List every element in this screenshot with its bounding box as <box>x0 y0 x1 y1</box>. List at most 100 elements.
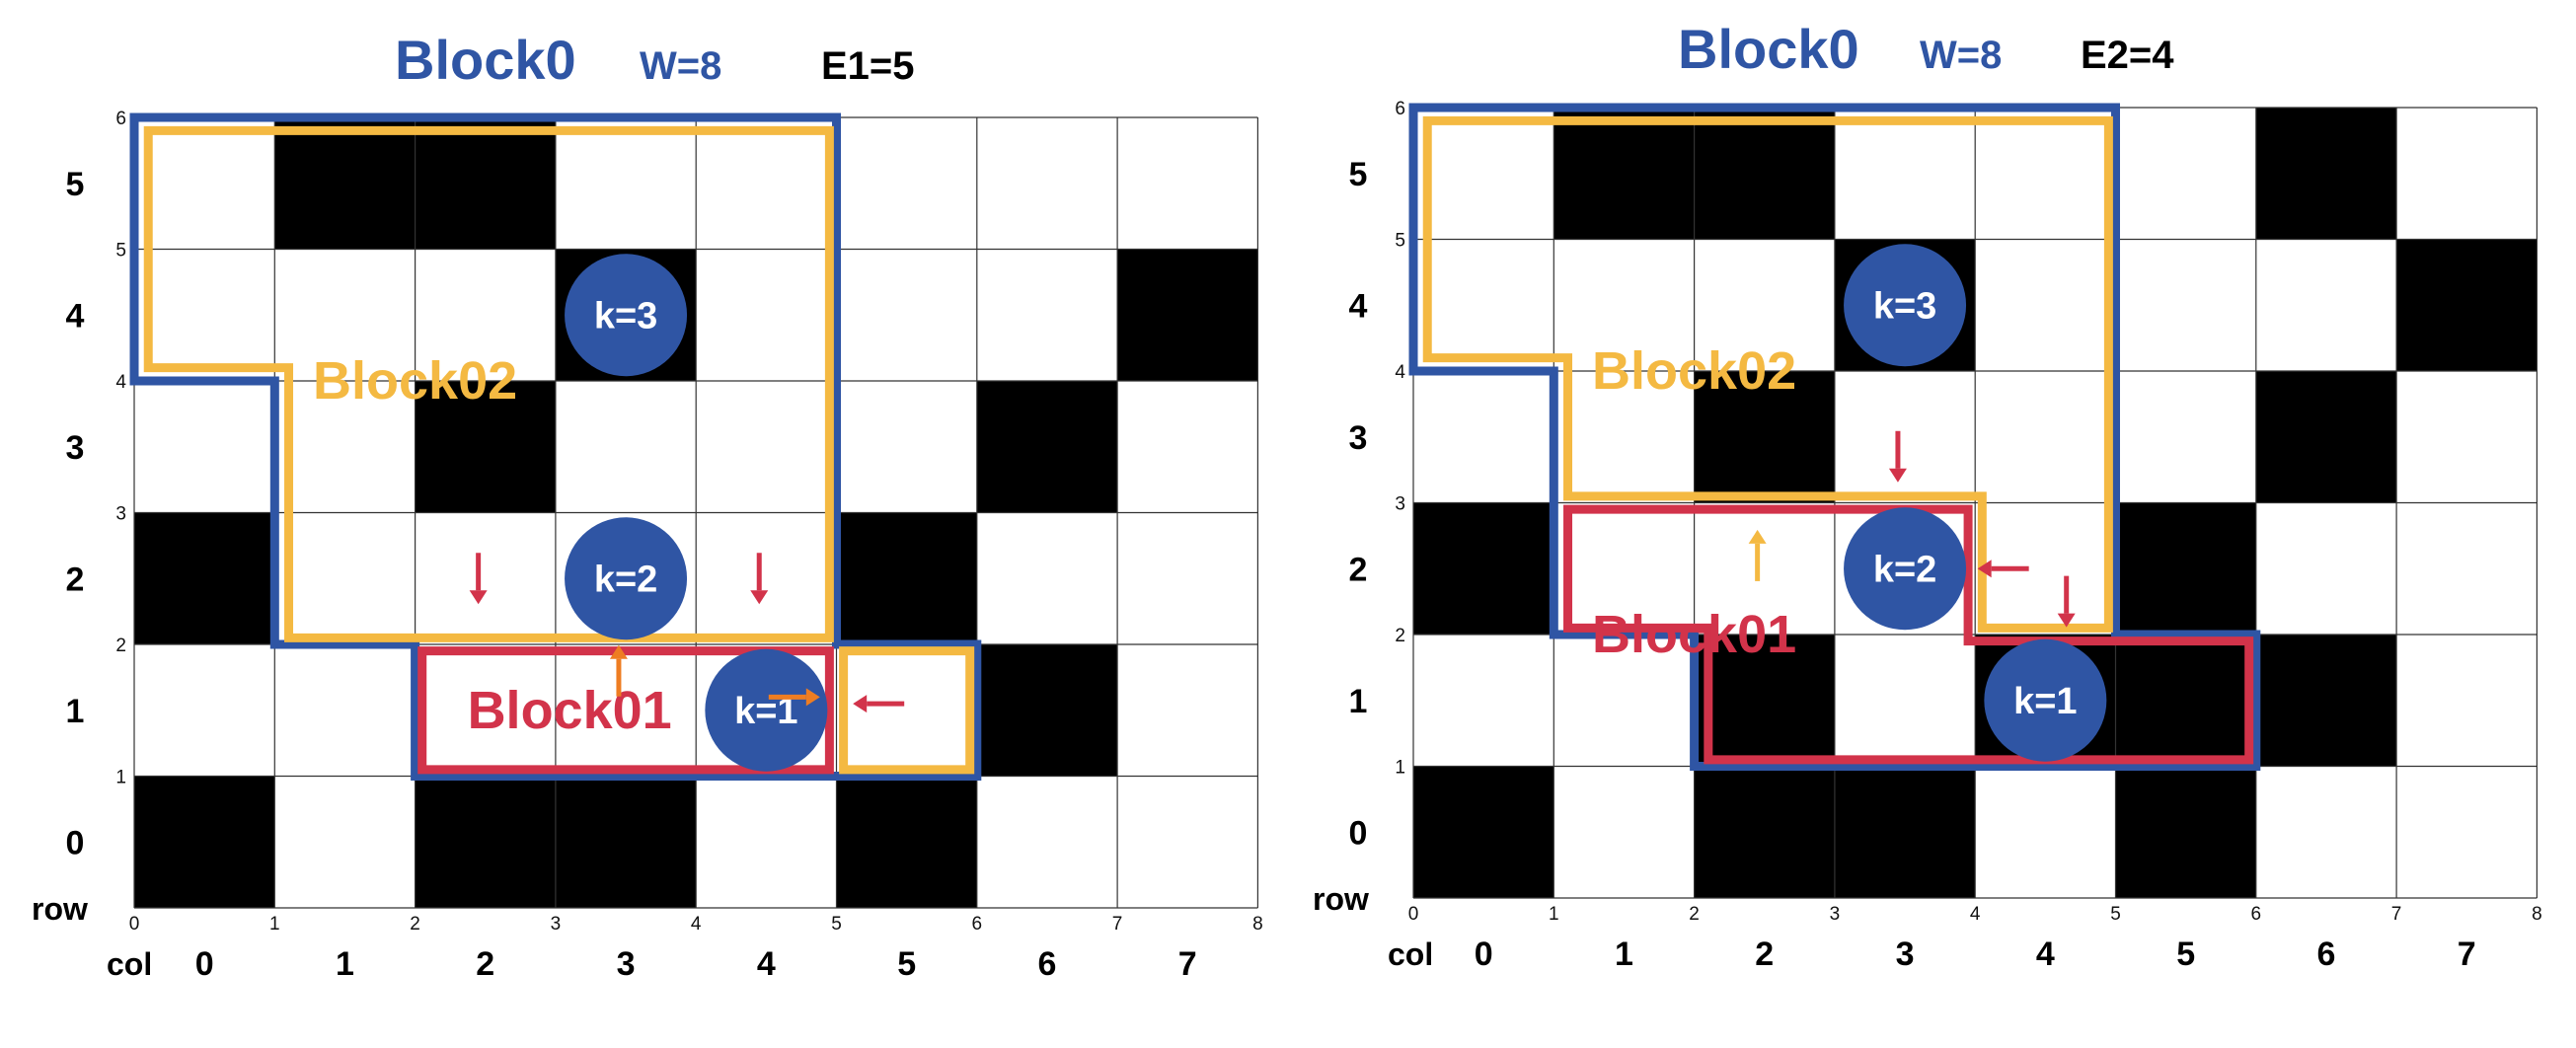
k-label: k=3 <box>594 295 657 337</box>
col-index-label: 3 <box>1896 936 1915 973</box>
dark-cell <box>836 512 977 644</box>
block-outline <box>417 646 834 775</box>
col-index-label: 7 <box>1178 945 1197 983</box>
dark-cell <box>1413 766 1554 898</box>
row-index-label: 3 <box>66 429 85 467</box>
row-tick-label: 6 <box>115 109 126 129</box>
arrow-up-icon <box>609 644 628 697</box>
block-outline <box>129 112 982 781</box>
dark-cell <box>2396 239 2538 371</box>
block-label: Block01 <box>468 681 672 740</box>
arrow-left-icon <box>1977 560 2029 578</box>
arrow-down-icon <box>2057 575 2076 628</box>
k-circle <box>1984 638 2107 762</box>
col-tick-label: 4 <box>691 914 702 935</box>
dark-cell <box>1694 108 1835 240</box>
row-tick-label: 4 <box>1395 362 1405 383</box>
col-index-label: 2 <box>476 945 494 983</box>
dark-cell <box>1834 766 1976 898</box>
block-outline <box>1422 115 2113 633</box>
block-label: Block02 <box>1592 341 1796 401</box>
col-index-label: 2 <box>1755 936 1774 973</box>
dark-cell <box>1694 635 1835 767</box>
col-index-label: 3 <box>617 945 636 983</box>
col-tick-label: 8 <box>1252 914 1263 935</box>
dark-cell <box>976 381 1118 513</box>
col-tick-label: 2 <box>410 914 420 935</box>
col-index-label: 6 <box>1037 945 1056 983</box>
dark-cell <box>134 776 275 908</box>
col-axis-label: col <box>107 946 152 982</box>
row-axis-label: row <box>32 891 88 927</box>
col-tick-label: 5 <box>831 914 842 935</box>
block-label: Block02 <box>313 351 517 411</box>
col-tick-label: 1 <box>269 914 280 935</box>
row-tick-label: 5 <box>115 241 126 262</box>
row-index-label: 3 <box>1349 419 1368 457</box>
k-label: k=2 <box>594 559 657 600</box>
col-tick-label: 3 <box>551 914 562 935</box>
row-index-label: 1 <box>1349 683 1368 720</box>
dark-cell <box>2115 635 2256 767</box>
row-index-label: 5 <box>66 166 85 203</box>
dark-cell <box>274 117 416 250</box>
dark-cell <box>2115 766 2256 898</box>
dark-cell <box>2255 108 2397 240</box>
col-tick-label: 5 <box>2110 904 2121 925</box>
dark-cell <box>2255 635 2397 767</box>
k-label: k=3 <box>1873 285 1936 327</box>
col-tick-label: 8 <box>2532 904 2542 925</box>
k-label: k=1 <box>2013 681 2077 722</box>
col-tick-label: 7 <box>1112 914 1123 935</box>
row-tick-label: 1 <box>1395 758 1405 779</box>
dark-cell <box>1117 249 1258 381</box>
arrow-down-icon <box>1888 430 1907 483</box>
k-circle <box>1844 244 1967 367</box>
block-outline <box>143 125 834 642</box>
dark-cell <box>415 117 556 250</box>
energy-label: E1=5 <box>821 44 915 88</box>
col-index-label: 0 <box>195 945 214 983</box>
row-index-label: 0 <box>1349 814 1368 852</box>
row-tick-label: 2 <box>115 636 126 656</box>
block-label: Block01 <box>1592 605 1796 664</box>
row-index-label: 2 <box>1349 551 1368 588</box>
block-outline <box>1408 103 2261 771</box>
block-title: Block0 <box>395 29 576 91</box>
col-tick-label: 6 <box>2251 904 2262 925</box>
dark-cell <box>2115 502 2256 635</box>
row-tick-label: 1 <box>115 768 126 788</box>
dark-cell <box>134 512 275 644</box>
width-label: W=8 <box>640 44 721 88</box>
k-circle <box>565 517 688 640</box>
block-outline <box>839 646 975 775</box>
col-index-label: 5 <box>897 945 916 983</box>
k-label: k=2 <box>1873 549 1936 590</box>
dark-cell <box>976 644 1118 777</box>
k-circle <box>565 254 688 377</box>
col-index-label: 4 <box>2036 936 2055 973</box>
row-index-label: 0 <box>66 824 85 861</box>
col-index-label: 4 <box>757 945 776 983</box>
row-tick-label: 5 <box>1395 231 1405 252</box>
row-index-label: 4 <box>66 297 85 335</box>
dark-cell <box>836 776 977 908</box>
row-tick-label: 3 <box>1395 494 1405 515</box>
col-axis-label: col <box>1388 936 1433 972</box>
dark-cell <box>1553 108 1695 240</box>
width-label: W=8 <box>1920 34 2002 77</box>
row-index-label: 5 <box>1349 156 1368 193</box>
dark-cell <box>1694 766 1835 898</box>
k-circle <box>705 648 828 772</box>
row-axis-label: row <box>1313 881 1369 917</box>
arrow-up-icon <box>1748 529 1767 581</box>
col-tick-label: 0 <box>129 914 140 935</box>
col-index-label: 1 <box>336 945 354 983</box>
arrow-right-icon <box>768 688 820 707</box>
energy-label: E2=4 <box>2081 34 2174 77</box>
col-tick-label: 0 <box>1408 904 1419 925</box>
row-index-label: 4 <box>1349 287 1368 325</box>
k-circle <box>1844 507 1967 631</box>
